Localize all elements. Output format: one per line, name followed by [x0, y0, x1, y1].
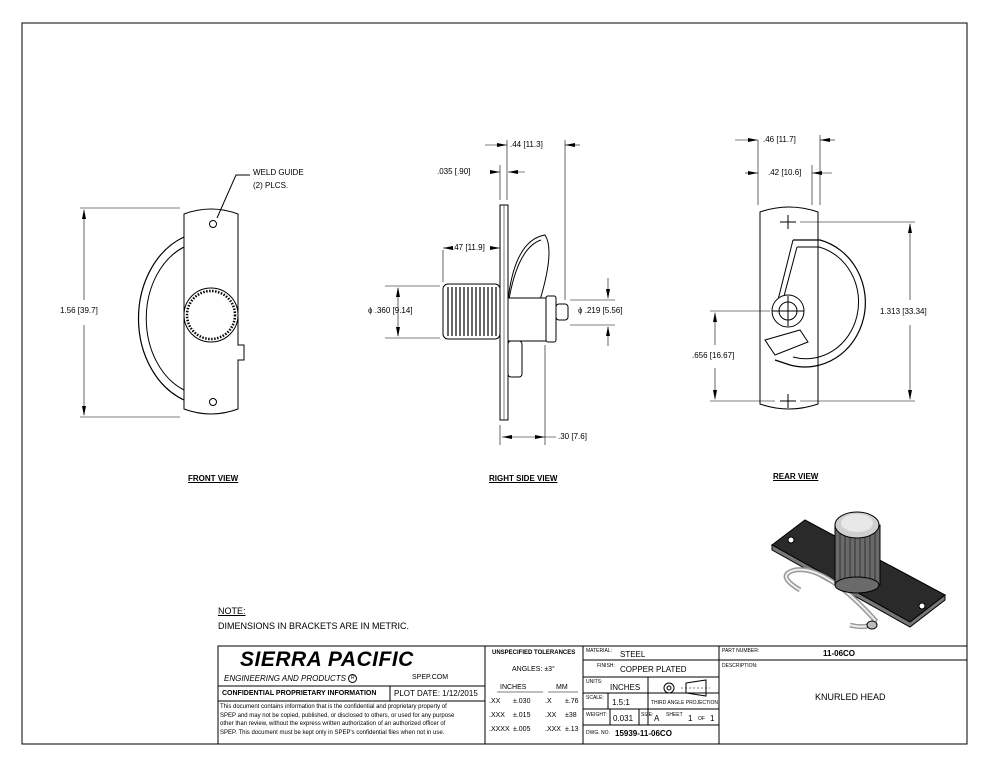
sheet-of-label: OF — [698, 716, 705, 722]
tol-row-1: .XX±.030.X±.76 — [489, 698, 579, 705]
sheet-total: 1 — [710, 714, 715, 723]
confidential-text: This document contains information that … — [220, 704, 455, 736]
tol-mm-header: MM — [556, 684, 568, 691]
tol-row-2: .XXX±.015.XX±38 — [489, 712, 577, 719]
projection-label: THIRD ANGLE PROJECTION — [651, 700, 718, 706]
rear-view-title: REAR VIEW — [773, 472, 819, 481]
side-dim-knob-dia: ϕ .360 [9.14] — [368, 306, 413, 315]
company-website: SPEP.COM — [412, 674, 449, 681]
side-dim-mid: .47 [11.9] — [452, 243, 485, 252]
rear-dim-height: 1.313 [33.34] — [880, 307, 927, 316]
dwg-no-label: DWG. NO. — [586, 730, 610, 736]
sheet-value: 1 — [688, 714, 693, 723]
sheet-border — [21, 22, 968, 745]
tolerances-heading: UNSPECIFIED TOLERANCES — [492, 650, 576, 656]
finish-value: COPPER PLATED — [620, 665, 687, 674]
front-view-drawing — [80, 174, 250, 418]
finish-label: FINISH: — [597, 663, 615, 669]
description-value: KNURLED HEAD — [815, 692, 886, 702]
units-value: INCHES — [610, 683, 641, 692]
company-sub: ENGINEERING AND PRODUCTS R — [224, 674, 358, 684]
tol-inches-header: INCHES — [500, 684, 527, 691]
material-label: MATERIAL: — [586, 648, 613, 654]
part-number-value: 11-06CO — [823, 649, 856, 658]
title-block-lines — [217, 645, 968, 745]
weld-guide-label: WELD GUIDE — [253, 168, 304, 177]
side-view-drawing — [385, 140, 615, 445]
dwg-no-value: 15939-11-06CO — [615, 729, 672, 738]
sheet-label: SHEET — [666, 712, 683, 718]
confidential-heading: CONFIDENTIAL PROPRIETARY INFORMATION — [222, 690, 377, 697]
scale-label: SCALE: — [586, 695, 604, 701]
isometric-view-drawing — [771, 511, 946, 630]
size-value: A — [654, 714, 660, 723]
weight-value: 0.031 — [613, 714, 634, 723]
rear-dim-second: .42 [10.6] — [768, 168, 802, 177]
material-value: STEEL — [620, 650, 646, 659]
units-label: UNITS: — [586, 679, 603, 685]
description-label: DESCRIPTION: — [722, 663, 758, 669]
rear-dim-center: .656 [16.67] — [692, 351, 735, 360]
note-heading: NOTE: — [218, 606, 246, 616]
weight-label: WEIGHT: — [586, 712, 607, 718]
note-text: DIMENSIONS IN BRACKETS ARE IN METRIC. — [218, 621, 410, 631]
rear-dim-top: .46 [11.7] — [763, 135, 796, 144]
size-label: SIZE: — [641, 712, 654, 718]
plot-date: PLOT DATE: 1/12/2015 — [394, 689, 478, 698]
company-name: SIERRA PACIFIC — [240, 648, 414, 671]
front-view-title: FRONT VIEW — [188, 474, 239, 483]
front-dim-height: 1.56 [39.7] — [60, 306, 98, 315]
side-dim-bottom: .30 [7.6] — [558, 432, 587, 441]
scale-value: 1.5:1 — [612, 698, 630, 707]
side-view-title: RIGHT SIDE VIEW — [489, 474, 558, 483]
rear-view-drawing — [710, 135, 915, 410]
side-dim-top: .44 [11.3] — [510, 140, 543, 149]
side-dim-plate: .035 [.90] — [437, 167, 471, 176]
tol-row-3: .XXXX±.005.XXX±.13 — [489, 726, 579, 733]
weld-guide-qty: (2) PLCS. — [253, 181, 289, 190]
side-dim-pin-dia: ϕ .219 [5.56] — [578, 306, 623, 315]
part-number-label: PART NUMBER: — [722, 648, 760, 654]
angles-tolerance: ANGLES: ±3° — [512, 666, 555, 673]
